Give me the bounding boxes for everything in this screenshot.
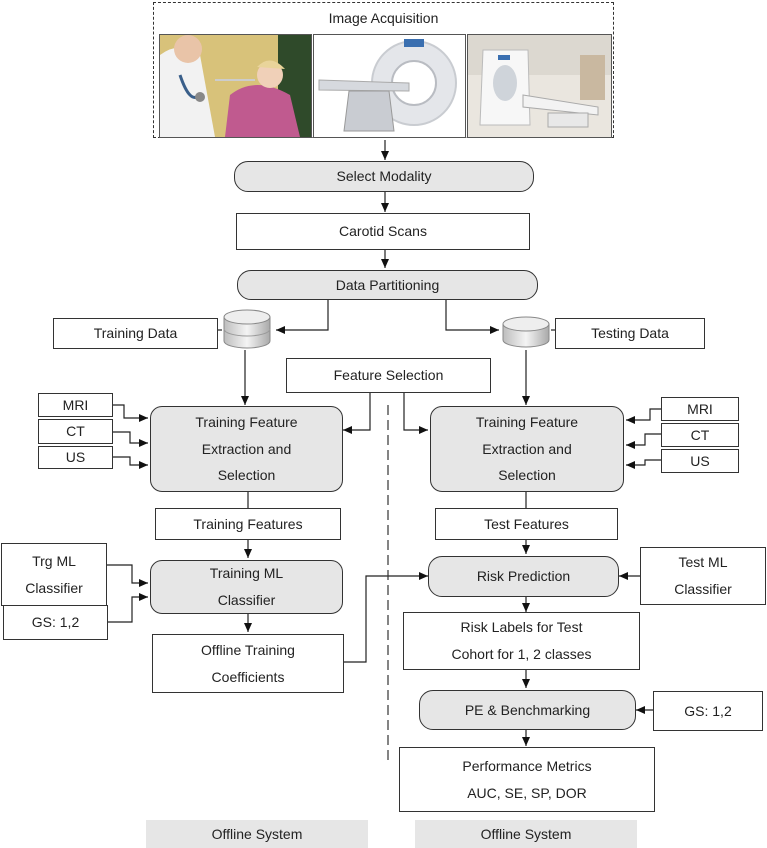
risk-prediction-node: Risk Prediction: [428, 556, 619, 597]
test-features-node: Test Features: [435, 508, 618, 540]
modality-left-us: US: [38, 446, 113, 469]
data-partitioning-node: Data Partitioning: [237, 270, 538, 300]
ct-scanner-photo: [313, 34, 466, 138]
training-feature-extraction-node: Training Feature Extraction and Selectio…: [150, 406, 343, 492]
test-ml-classifier-node: Test ML Classifier: [640, 547, 766, 605]
feature-selection-node: Feature Selection: [286, 358, 491, 393]
training-data-node: Training Data: [53, 318, 218, 349]
modality-left-ct: CT: [38, 419, 113, 444]
training-database-icon: [223, 309, 271, 349]
modality-left-mri: MRI: [38, 393, 113, 417]
testing-data-node: Testing Data: [555, 318, 705, 349]
offline-training-coefficients-node: Offline Training Coefficients: [152, 634, 344, 693]
gs-left-node: GS: 1,2: [3, 605, 108, 640]
footer-right-label: Offline System: [415, 820, 637, 848]
mri-scanner-photo: [467, 34, 612, 138]
modality-right-mri: MRI: [661, 397, 739, 421]
footer-left-label: Offline System: [146, 820, 368, 848]
training-ml-classifier-node: Training ML Classifier: [150, 560, 343, 614]
pe-benchmarking-node: PE & Benchmarking: [419, 690, 636, 730]
modality-right-us: US: [661, 449, 739, 473]
test-feature-extraction-node: Training Feature Extraction and Selectio…: [430, 406, 624, 492]
testing-database-icon: [502, 316, 550, 348]
performance-metrics-node: Performance Metrics AUC, SE, SP, DOR: [399, 747, 655, 812]
select-modality-node: Select Modality: [234, 161, 534, 192]
training-features-node: Training Features: [155, 508, 341, 540]
carotid-scans-node: Carotid Scans: [236, 213, 530, 250]
ultrasound-photo: [159, 34, 312, 138]
risk-labels-node: Risk Labels for Test Cohort for 1, 2 cla…: [403, 612, 640, 670]
gs-right-node: GS: 1,2: [653, 691, 763, 731]
modality-right-ct: CT: [661, 423, 739, 447]
image-acquisition-title: Image Acquisition: [328, 10, 439, 26]
trg-ml-classifier-node: Trg ML Classifier: [1, 543, 107, 606]
